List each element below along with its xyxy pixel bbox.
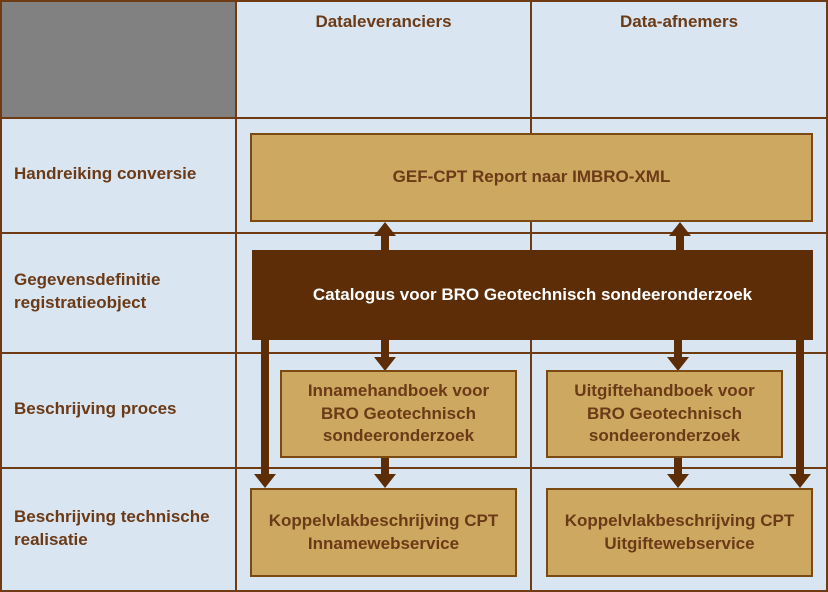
- box-uitgiftehandboek: Uitgiftehandboek voor BRO Geotechnisch s…: [546, 370, 783, 458]
- arrow-up-head-icon: [669, 222, 691, 236]
- grid-vline-labels: [235, 2, 237, 590]
- arrow-shaft: [674, 458, 682, 475]
- grid-hline-3: [2, 352, 826, 354]
- arrow-shaft: [381, 458, 389, 475]
- arrow-shaft: [381, 340, 389, 358]
- box-koppelvlak-uitgifte: Koppelvlakbeschrijving CPT Uitgiftewebse…: [546, 488, 813, 577]
- box-koppelvlak-inname: Koppelvlakbeschrijving CPT Innamewebserv…: [250, 488, 517, 577]
- arrow-down-head-icon: [374, 474, 396, 488]
- arrow-down-head-icon: [789, 474, 811, 488]
- arrow-down-head-icon: [374, 357, 396, 371]
- arrow-down-head-icon: [667, 474, 689, 488]
- arrow-up-head-icon: [374, 222, 396, 236]
- box-catalogus: Catalogus voor BRO Geotechnisch sondeero…: [252, 250, 813, 340]
- arrow-shaft: [674, 340, 682, 358]
- arrow-shaft: [261, 340, 269, 475]
- box-gef-cpt-report: GEF-CPT Report naar IMBRO-XML: [250, 133, 813, 222]
- row-label-handreiking-conversie: Handreiking conversie: [14, 164, 197, 184]
- grid-hline-4: [2, 467, 826, 469]
- corner-cell: [2, 2, 235, 117]
- arrow-shaft: [676, 235, 684, 251]
- arrow-down-head-icon: [667, 357, 689, 371]
- grid-hline-1: [2, 117, 826, 119]
- row-label-technische-realisatie: Beschrijving technische realisatie: [14, 506, 210, 549]
- column-header-dataleveranciers: Dataleveranciers: [315, 12, 452, 31]
- arrow-shaft: [796, 340, 804, 475]
- row-label-beschrijving-proces: Beschrijving proces: [14, 399, 177, 419]
- column-header-data-afnemers: Data-afnemers: [619, 12, 739, 31]
- grid-hline-2: [2, 232, 826, 234]
- arrow-shaft: [381, 235, 389, 251]
- arrow-down-head-icon: [254, 474, 276, 488]
- row-label-gegevensdefinitie: Gegevensdefinitie registratieobject: [14, 270, 161, 312]
- box-innamehandboek: Innamehandboek voor BRO Geotechnisch son…: [280, 370, 517, 458]
